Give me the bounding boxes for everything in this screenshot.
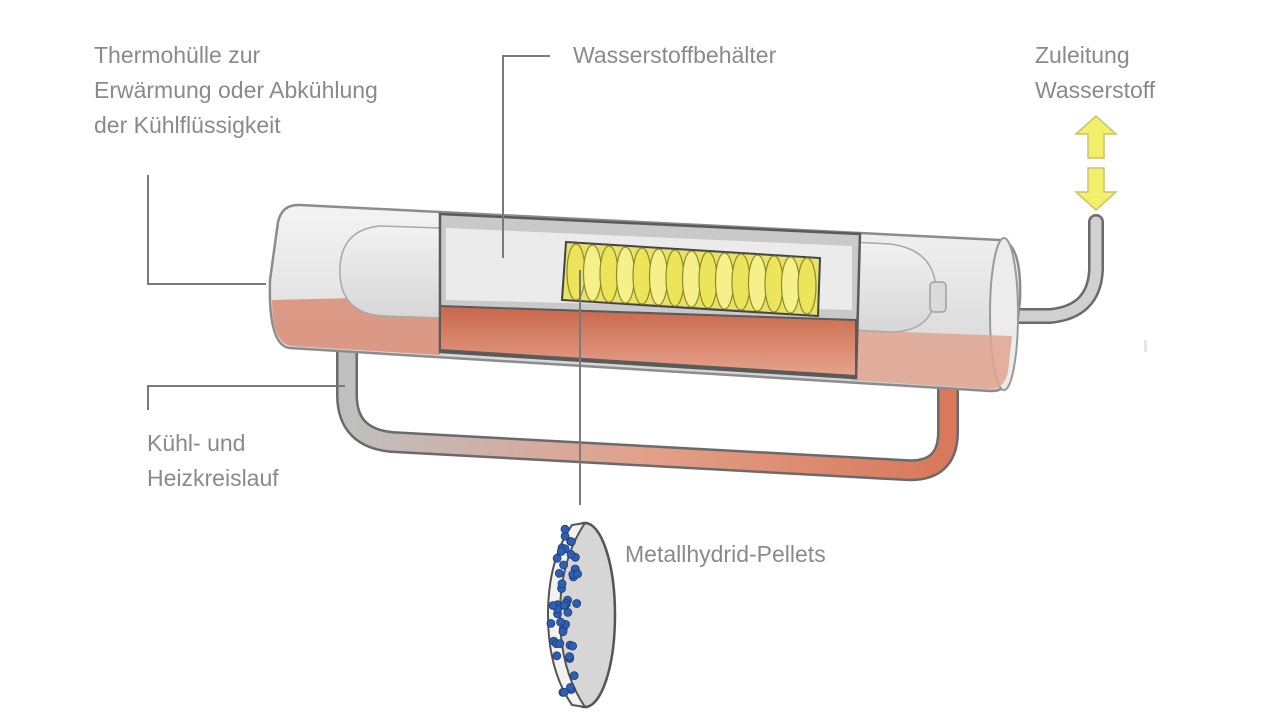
container-leader-line <box>502 55 550 258</box>
pellet-disc <box>665 249 685 307</box>
hydrogen-atom <box>566 550 576 559</box>
leader-lines <box>147 55 581 505</box>
pellet-disc <box>714 252 735 310</box>
hydrogen-atom <box>559 601 569 610</box>
circuit-leader-line <box>147 385 345 410</box>
pellet-disc <box>780 256 801 314</box>
double-arrow-icon <box>1074 114 1118 212</box>
hydrogen-atom <box>568 641 577 651</box>
thermo-label-line-1: Thermohülle zur <box>94 42 261 68</box>
edge-mark <box>1144 340 1147 352</box>
hydrogen-atom <box>566 683 575 692</box>
hydrogen-atom <box>560 524 570 534</box>
hydrogen-atom <box>563 608 573 617</box>
hydrogen-supply-pipe <box>1002 214 1104 324</box>
circuit-label-line-1: Kühl- und <box>147 430 246 456</box>
pellet-disc <box>797 257 817 315</box>
hydrogen-atom <box>555 639 565 648</box>
circuit-label: Kühl- und Heizkreislauf <box>147 426 279 496</box>
pellet-disc <box>698 251 718 309</box>
supply-label-line-1: Zuleitung <box>1035 42 1130 68</box>
thermo-label-line-3: der Kühlflüssigkeit <box>94 112 281 138</box>
thermo-label-line-2: Erwärmung oder Abkühlung <box>94 77 378 103</box>
hydride-pellet <box>546 521 617 709</box>
circuit-label-line-2: Heizkreislauf <box>147 465 279 491</box>
hydrogen-atom <box>552 651 562 661</box>
pellet-disc <box>566 243 586 301</box>
pellet-disc <box>681 250 702 308</box>
hydrogen-atom <box>572 599 582 608</box>
pellets-label-line-1: Metallhydrid-Pellets <box>625 541 826 567</box>
hydrogen-atom <box>569 671 579 680</box>
pellet-disc <box>648 248 669 306</box>
cooling-heating-pipe <box>336 327 959 482</box>
thermo-shell-label: Thermohülle zur Erwärmung oder Abkühlung… <box>94 38 378 143</box>
hydrogen-atom <box>565 652 574 661</box>
pellet-disc <box>599 245 619 303</box>
hydrogen-atom <box>556 617 565 627</box>
hydrogen-atoms <box>546 524 582 697</box>
hydrogen-supply-label: Zuleitung Wasserstoff <box>1035 38 1155 108</box>
hydrogen-container-label: Wasserstoffbehälter <box>573 38 776 73</box>
pellet-disc <box>615 246 636 304</box>
hydrogen-atom <box>567 537 576 547</box>
pellet-disc <box>632 247 652 305</box>
pellet-disc <box>764 255 784 313</box>
pellet-disc <box>582 244 603 302</box>
hydrogen-atom <box>554 569 564 578</box>
hydrogen-atom <box>559 687 569 697</box>
pellet-disc <box>747 254 768 312</box>
hydrogen-atom <box>557 579 567 589</box>
hydrogen-atom <box>548 601 558 610</box>
hydrogen-atom <box>559 560 568 570</box>
pellet-stack <box>560 240 822 318</box>
hydrogen-atom <box>546 619 556 628</box>
container-label-line-1: Wasserstoffbehälter <box>573 42 777 68</box>
pellet-disc <box>731 253 751 311</box>
hydrogen-atom <box>552 553 562 563</box>
hydrogen-atom <box>558 627 568 637</box>
pellets-label: Metallhydrid-Pellets <box>625 537 826 572</box>
hydrogen-atom <box>573 569 582 579</box>
hydrogen-atom <box>556 547 566 556</box>
supply-label-line-2: Wasserstoff <box>1035 77 1156 103</box>
thermo-leader-line <box>147 175 266 285</box>
